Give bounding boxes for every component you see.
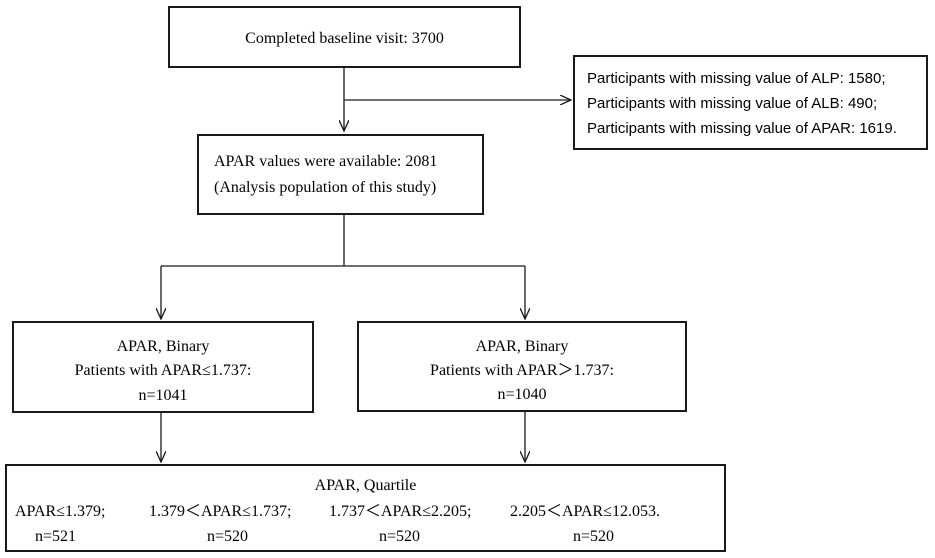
analysis-population-text: (Analysis population of this study): [214, 179, 437, 196]
quartile-box: APAR, Quartile APAR≤1.379; n=521 1.379＜A…: [5, 464, 726, 552]
binary-high-title: APAR, Binary: [475, 338, 569, 355]
available-count-text: APAR values were available: 2081: [214, 153, 438, 170]
binary-high-box: APAR, Binary Patients with APAR＞1.737: n…: [357, 321, 687, 412]
binary-low-box: APAR, Binary Patients with APAR≤1.737: n…: [12, 321, 314, 413]
quartile-1-count: n=521: [35, 528, 77, 545]
binary-low-count: n=1041: [138, 387, 188, 404]
quartile-2-range: 1.379＜APAR≤1.737;: [149, 503, 292, 520]
binary-low-condition: Patients with APAR≤1.737:: [74, 362, 252, 379]
baseline-text: Completed baseline visit: 3700: [245, 30, 444, 47]
quartile-4-count: n=520: [573, 528, 615, 545]
binary-high-count: n=1040: [497, 386, 547, 403]
binary-low-title: APAR, Binary: [116, 338, 210, 355]
quartile-4-range: 2.205＜APAR≤12.053.: [510, 503, 660, 520]
missing-apar-text: Participants with missing value of APAR:…: [587, 120, 897, 137]
quartile-1-range: APAR≤1.379;: [15, 503, 106, 520]
quartile-3-count: n=520: [379, 528, 421, 545]
missing-values-box: Participants with missing value of ALP: …: [573, 55, 928, 150]
quartile-2-count: n=520: [207, 528, 249, 545]
quartile-title: APAR, Quartile: [314, 477, 417, 494]
missing-alp-text: Participants with missing value of ALP: …: [587, 70, 886, 87]
binary-high-condition: Patients with APAR＞1.737:: [430, 362, 614, 379]
missing-alb-text: Participants with missing value of ALB: …: [587, 95, 878, 112]
available-box: APAR values were available: 2081 (Analys…: [197, 134, 484, 215]
baseline-box: Completed baseline visit: 3700: [168, 6, 521, 68]
quartile-3-range: 1.737＜APAR≤2.205;: [329, 503, 472, 520]
